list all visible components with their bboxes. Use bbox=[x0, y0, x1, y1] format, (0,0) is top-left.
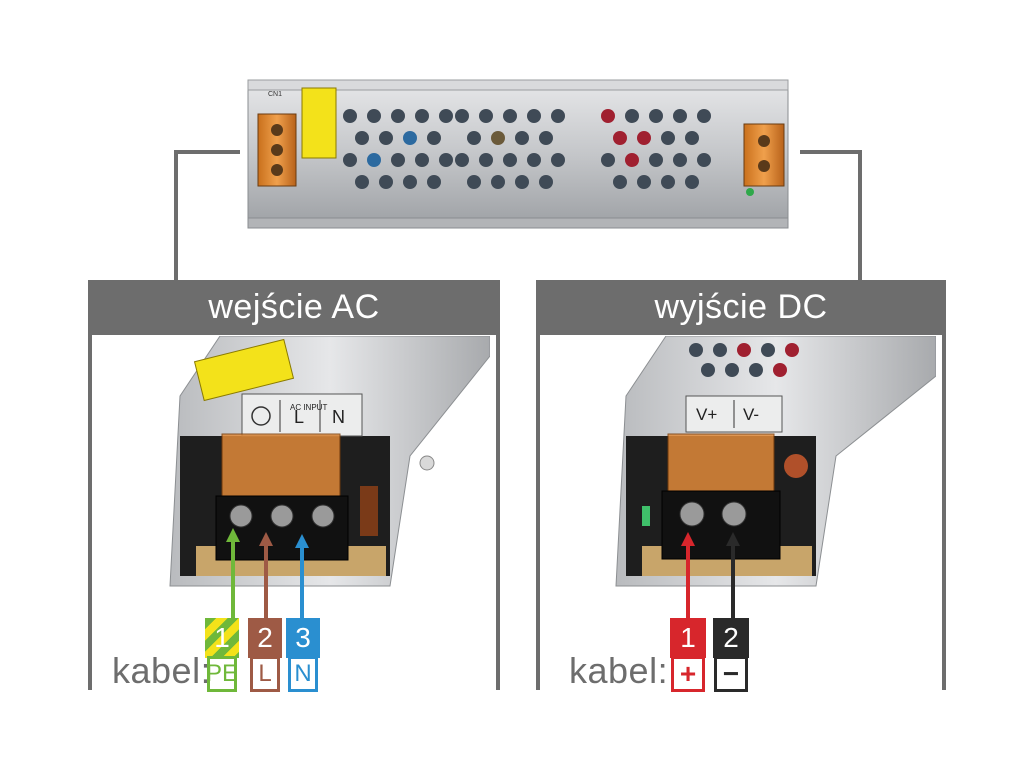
ac-l-plate-label: L bbox=[294, 407, 304, 427]
left-connector-line-v bbox=[174, 150, 178, 280]
dc-cable-arrows bbox=[681, 532, 740, 620]
right-panel-border-right bbox=[942, 335, 946, 690]
ac-cable-1-label: PE bbox=[206, 656, 238, 692]
ac-cable-3-label: N bbox=[288, 656, 318, 692]
dc-cable-1-label: + bbox=[671, 656, 705, 692]
power-supply-top-view: CN1 bbox=[247, 79, 789, 229]
ac-cable-1-number: 1 bbox=[205, 618, 239, 658]
dc-output-header: wyjście DC bbox=[536, 280, 946, 335]
dc-cable-prefix: kabel: bbox=[569, 650, 669, 691]
dc-output-title: wyjście DC bbox=[654, 288, 828, 326]
ac-input-title: wejście AC bbox=[208, 288, 380, 326]
ac-cable-2-number: 2 bbox=[248, 618, 282, 658]
left-panel-border-left bbox=[88, 335, 92, 690]
ac-cable-2-label: L bbox=[250, 656, 280, 692]
dc-terminal-closeup: V+ V- bbox=[615, 336, 936, 587]
dc-cable-2-label: − bbox=[714, 656, 748, 692]
right-connector-line-h bbox=[800, 150, 862, 154]
right-panel-border-left bbox=[536, 335, 540, 690]
ac-input-plate-title: AC INPUT bbox=[290, 403, 327, 412]
dc-vplus-plate-label: V+ bbox=[696, 405, 717, 424]
dc-cable-2-number: 2 bbox=[713, 618, 749, 658]
ac-n-plate-label: N bbox=[332, 407, 345, 427]
ac-cable-arrows bbox=[226, 528, 309, 620]
dc-vminus-plate-label: V- bbox=[743, 405, 759, 424]
dc-cable-1-number: 1 bbox=[670, 618, 706, 658]
right-connector-line-v bbox=[858, 150, 862, 280]
left-panel-border-right bbox=[496, 335, 500, 690]
left-connector-line-h bbox=[174, 150, 240, 154]
ac-cable-prefix: kabel: bbox=[112, 650, 212, 691]
ac-input-header: wejście AC bbox=[88, 280, 500, 335]
ac-cable-3-number: 3 bbox=[286, 618, 320, 658]
ac-terminal-closeup: L N AC INPUT bbox=[169, 336, 490, 587]
cn1-label: CN1 bbox=[268, 91, 282, 98]
